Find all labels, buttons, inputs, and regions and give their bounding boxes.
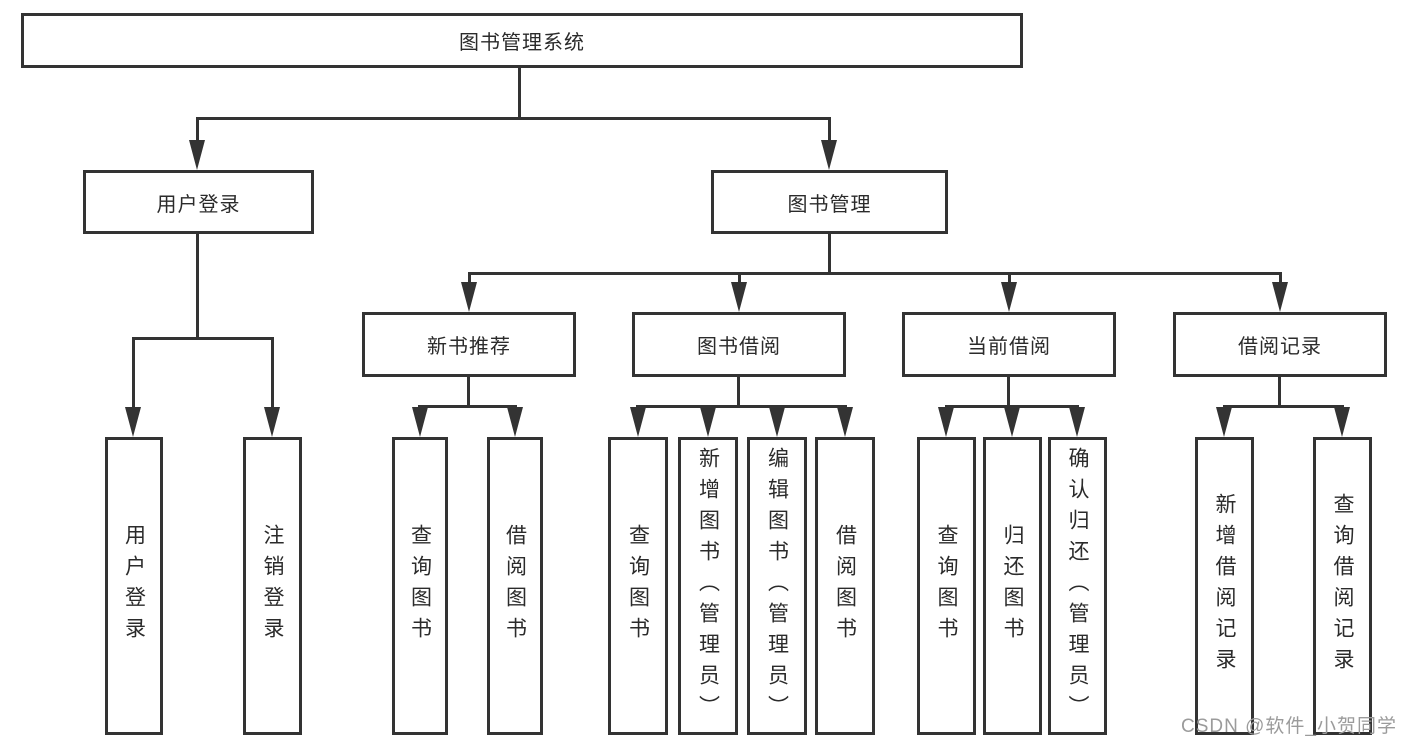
arrow-to-current-icon	[1001, 282, 1017, 312]
leaf-new-borrow-books: 借阅图书	[487, 437, 543, 735]
csdn-watermark: CSDN @软件_小贺同学	[1181, 716, 1397, 737]
leaf-current-query-books-label: 查询图书	[935, 524, 958, 648]
leaf-add-books-admin-label: 新增图书（管理员）	[696, 446, 720, 726]
arrow-sec1-c1-icon	[412, 407, 428, 437]
leaf-query-borrow-record: 查询借阅记录	[1313, 437, 1372, 735]
arrow-sec2-c4-icon	[837, 407, 853, 437]
leaf-query-borrow-record-label: 查询借阅记录	[1331, 493, 1354, 679]
connector-user-stem	[196, 234, 199, 339]
arrow-sec4-c2-icon	[1334, 407, 1350, 437]
connector-sec2-bus	[636, 405, 847, 408]
connector-user-bus	[132, 337, 274, 340]
connector-sec1-stem	[467, 377, 470, 408]
arrow-to-login-icon	[125, 407, 141, 437]
connector-sec4-stem	[1278, 377, 1281, 408]
node-book-mgmt: 图书管理	[711, 170, 948, 234]
leaf-current-query-books: 查询图书	[917, 437, 976, 735]
leaf-borrow-query-books-label: 查询图书	[626, 524, 650, 648]
leaf-new-query-books-label: 查询图书	[408, 524, 432, 648]
connector-sec4-bus	[1223, 405, 1344, 408]
arrow-to-records-icon	[1272, 282, 1288, 312]
leaf-edit-books-admin: 编辑图书（管理员）	[747, 437, 807, 735]
connector-sec4-shaft	[1279, 272, 1282, 285]
leaf-add-books-admin: 新增图书（管理员）	[678, 437, 738, 735]
arrow-sec3-c3-icon	[1069, 407, 1085, 437]
connector-sec1-shaft	[468, 272, 471, 285]
leaf-new-borrow-books-label: 借阅图书	[503, 524, 527, 648]
node-new-book-recommend-label: 新书推荐	[427, 336, 511, 358]
connector-sec1-bus	[418, 405, 517, 408]
connector-user-shaft	[196, 117, 199, 144]
leaf-user-login-label: 用户登录	[122, 524, 146, 648]
arrow-sec3-c2-icon	[1004, 407, 1020, 437]
arrow-sec2-c2-icon	[700, 407, 716, 437]
node-book-mgmt-label: 图书管理	[787, 193, 872, 216]
connector-sec2-shaft	[738, 272, 741, 285]
connector-root-stem	[518, 68, 521, 118]
leaf-add-borrow-record: 新增借阅记录	[1195, 437, 1254, 735]
arrow-sec1-c2-icon	[507, 407, 523, 437]
arrow-sec2-c3-icon	[769, 407, 785, 437]
arrow-to-user-login-icon	[189, 140, 205, 170]
leaf-return-books: 归还图书	[983, 437, 1042, 735]
arrow-to-borrowing-icon	[731, 282, 747, 312]
connector-book-shaft	[828, 117, 831, 144]
arrow-sec3-c1-icon	[938, 407, 954, 437]
leaf-return-books-label: 归还图书	[1001, 524, 1024, 648]
node-book-borrowing-label: 图书借阅	[697, 336, 781, 358]
connector-sec2-stem	[737, 377, 740, 408]
arrow-to-logout-icon	[264, 407, 280, 437]
connector-user-c2-shaft	[271, 337, 274, 410]
leaf-logout: 注销登录	[243, 437, 302, 735]
node-current-borrowing-label: 当前借阅	[967, 336, 1051, 358]
leaf-borrow-books: 借阅图书	[815, 437, 875, 735]
node-current-borrowing: 当前借阅	[902, 312, 1116, 377]
connector-book-stem	[828, 234, 831, 275]
leaf-new-query-books: 查询图书	[392, 437, 448, 735]
leaf-borrow-query-books: 查询图书	[608, 437, 668, 735]
leaf-edit-books-admin-label: 编辑图书（管理员）	[765, 446, 789, 726]
leaf-confirm-return-admin-label: 确认归还（管理员）	[1066, 446, 1089, 726]
connector-sec3-stem	[1007, 377, 1010, 408]
node-root: 图书管理系统	[21, 13, 1023, 68]
node-user-login-label: 用户登录	[156, 193, 241, 216]
arrow-to-new-books-icon	[461, 282, 477, 312]
leaf-confirm-return-admin: 确认归还（管理员）	[1048, 437, 1107, 735]
arrow-sec4-c1-icon	[1216, 407, 1232, 437]
leaf-user-login: 用户登录	[105, 437, 163, 735]
node-root-label: 图书管理系统	[459, 32, 585, 54]
node-borrowing-records-label: 借阅记录	[1238, 336, 1322, 358]
node-user-login: 用户登录	[83, 170, 314, 234]
node-borrowing-records: 借阅记录	[1173, 312, 1387, 377]
node-new-book-recommend: 新书推荐	[362, 312, 576, 377]
connector-sec3-bus	[945, 405, 1079, 408]
node-book-borrowing: 图书借阅	[632, 312, 846, 377]
leaf-add-borrow-record-label: 新增借阅记录	[1213, 493, 1236, 679]
leaf-borrow-books-label: 借阅图书	[833, 524, 857, 648]
arrow-to-book-mgmt-icon	[821, 140, 837, 170]
connector-book-bus	[468, 272, 1282, 275]
connector-sec3-shaft	[1008, 272, 1011, 285]
connector-user-c1-shaft	[132, 337, 135, 410]
leaf-logout-label: 注销登录	[261, 524, 284, 648]
connector-root-bus	[196, 117, 831, 120]
arrow-sec2-c1-icon	[630, 407, 646, 437]
